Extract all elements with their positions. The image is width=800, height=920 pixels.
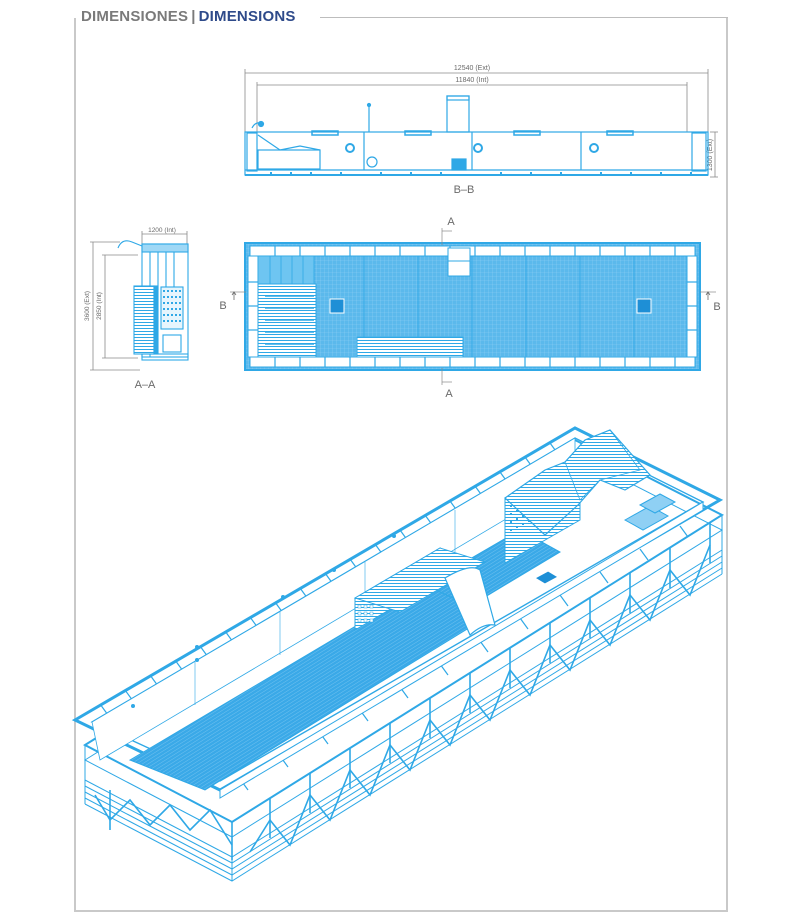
dim-exterior-height: 1300 (Ext) — [707, 139, 714, 171]
section-aa-label: A–A — [135, 379, 156, 391]
dim-interior-length: 11840 (Int) — [455, 77, 488, 84]
frame-left-border — [74, 18, 76, 911]
cut-b-right-label: B — [713, 301, 720, 313]
frame-right-border — [726, 18, 728, 911]
title-spanish: DIMENSIONES — [81, 8, 189, 25]
cut-b-left-label: B — [219, 300, 226, 312]
dim-exterior-depth: 3600 (Ext) — [84, 291, 91, 321]
dim-interior-depth: 2850 (Int) — [96, 292, 103, 320]
title-english: DIMENSIONS — [198, 8, 296, 25]
section-bb-label: B–B — [454, 184, 475, 196]
cut-a-bottom-label: A — [445, 388, 453, 400]
title-separator: | — [191, 8, 196, 25]
dimension-lines-bb — [244, 69, 718, 178]
cut-a-top-label: A — [447, 216, 455, 228]
plan-view: A A B B — [219, 216, 720, 400]
section-aa-view: 1200 (Int) 3600 (Ext) 2850 (Int) A–A — [84, 227, 189, 391]
title-rule-line — [320, 17, 728, 18]
page-title: DIMENSIONES|DIMENSIONS — [81, 8, 296, 25]
isometric-view — [71, 426, 725, 882]
dim-interior-width: 1200 (Int) — [148, 227, 176, 234]
frame-bottom-border — [74, 910, 728, 912]
section-bb-view: 12540 (Ext) 11840 (Int) 1300 (Ext) — [244, 65, 718, 196]
dim-exterior-length: 12540 (Ext) — [454, 65, 490, 72]
